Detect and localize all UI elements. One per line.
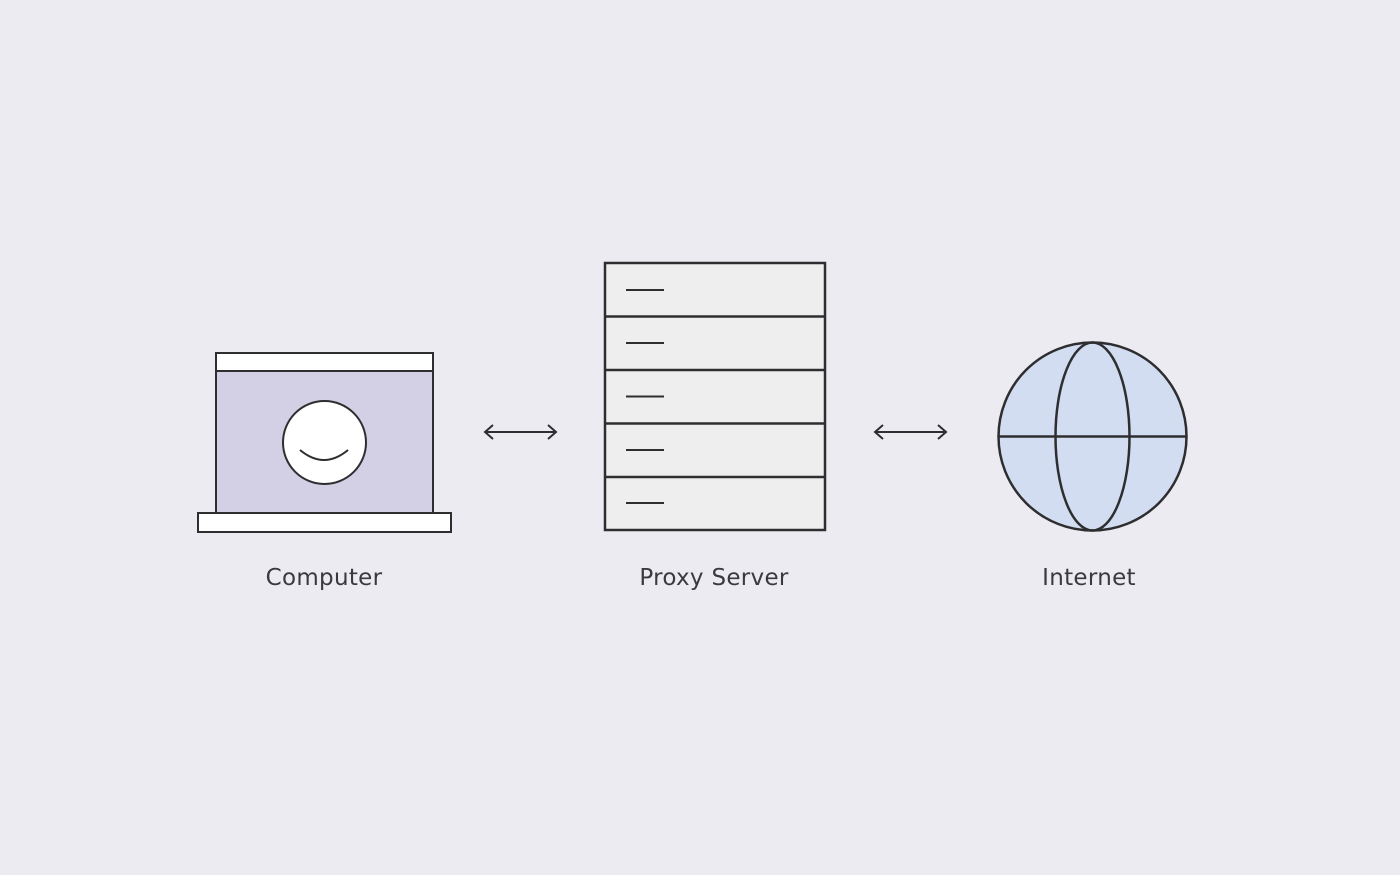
proxy-server-label: Proxy Server xyxy=(639,565,789,591)
internet-label: Internet xyxy=(1042,565,1136,591)
computer-label: Computer xyxy=(265,565,383,591)
